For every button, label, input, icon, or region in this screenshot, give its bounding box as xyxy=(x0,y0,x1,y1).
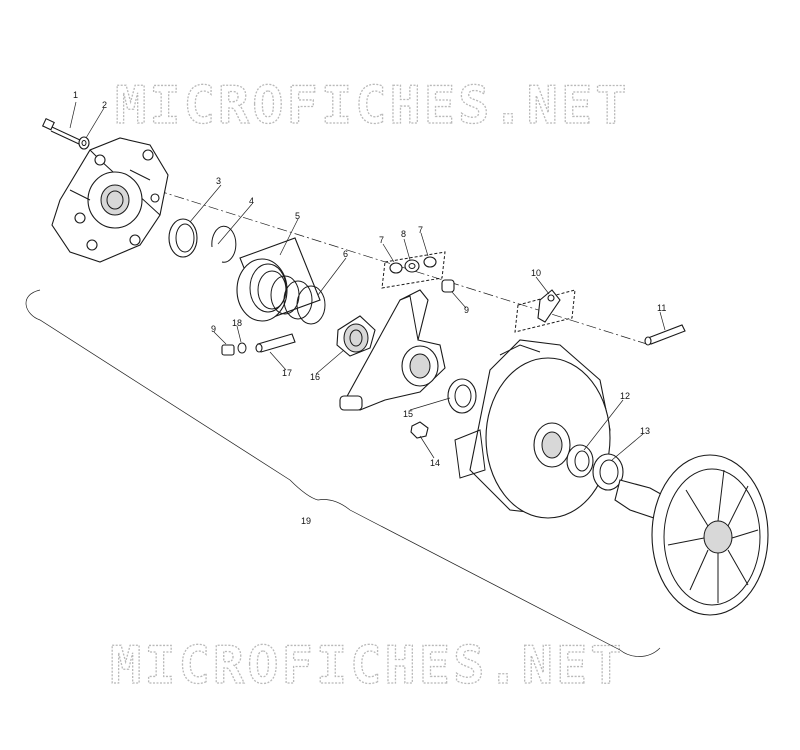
part-16-bushing xyxy=(336,315,376,357)
part-17-pin xyxy=(255,333,296,353)
callout-18: 18 xyxy=(232,318,242,328)
callout-3: 3 xyxy=(216,176,221,186)
callout-7-right: 7 xyxy=(418,225,423,235)
callout-15: 15 xyxy=(403,409,413,419)
part-9-cap-left xyxy=(221,344,235,356)
callout-1: 1 xyxy=(73,90,78,100)
callout-10: 10 xyxy=(531,268,541,278)
leader-lines xyxy=(69,101,666,461)
callout-13: 13 xyxy=(640,426,650,436)
assembly-bracket-19 xyxy=(25,289,661,657)
part-18-o-ring xyxy=(237,342,247,354)
moveable-sheave xyxy=(454,339,611,519)
callout-2: 2 xyxy=(102,100,107,110)
watermark-top: MICROFICHES.NET xyxy=(115,76,630,136)
callout-19: 19 xyxy=(301,516,311,526)
callout-labels: 1 2 3 4 5 6 7 8 7 9 9 18 17 16 10 11 12 … xyxy=(73,90,666,526)
callout-9-left: 9 xyxy=(211,324,216,334)
part-10-clip xyxy=(514,289,576,333)
callout-17: 17 xyxy=(282,368,292,378)
watermark-bottom: MICROFICHES.NET xyxy=(110,636,625,696)
part-1-bolt xyxy=(41,117,81,145)
callout-16: 16 xyxy=(310,372,320,382)
callout-9-right: 9 xyxy=(464,305,469,315)
part-9-cap-right xyxy=(441,279,455,293)
part-11-bolt xyxy=(644,324,686,346)
part-12-ring xyxy=(566,444,594,478)
fixed-sheave xyxy=(614,454,769,616)
callout-6: 6 xyxy=(343,249,348,259)
part-2-washer xyxy=(78,136,90,150)
callout-7-left: 7 xyxy=(379,235,384,245)
center-axis-line xyxy=(139,184,651,346)
part-13-washer xyxy=(592,453,624,491)
part-6-spring xyxy=(257,270,326,325)
cover-housing xyxy=(51,137,169,263)
callout-12: 12 xyxy=(620,391,630,401)
callout-4: 4 xyxy=(249,196,254,206)
part-14-nut xyxy=(410,421,429,439)
callout-5: 5 xyxy=(295,211,300,221)
parts-7-8-plate xyxy=(381,251,446,289)
part-3-ring xyxy=(168,218,198,258)
part-15-washer xyxy=(447,378,477,414)
part-5-spring-housing xyxy=(236,237,321,322)
part-4-snap-ring xyxy=(211,225,237,263)
callout-8: 8 xyxy=(401,229,406,239)
callout-11: 11 xyxy=(657,303,666,313)
spider-arm xyxy=(339,289,446,411)
callout-14: 14 xyxy=(430,458,440,468)
